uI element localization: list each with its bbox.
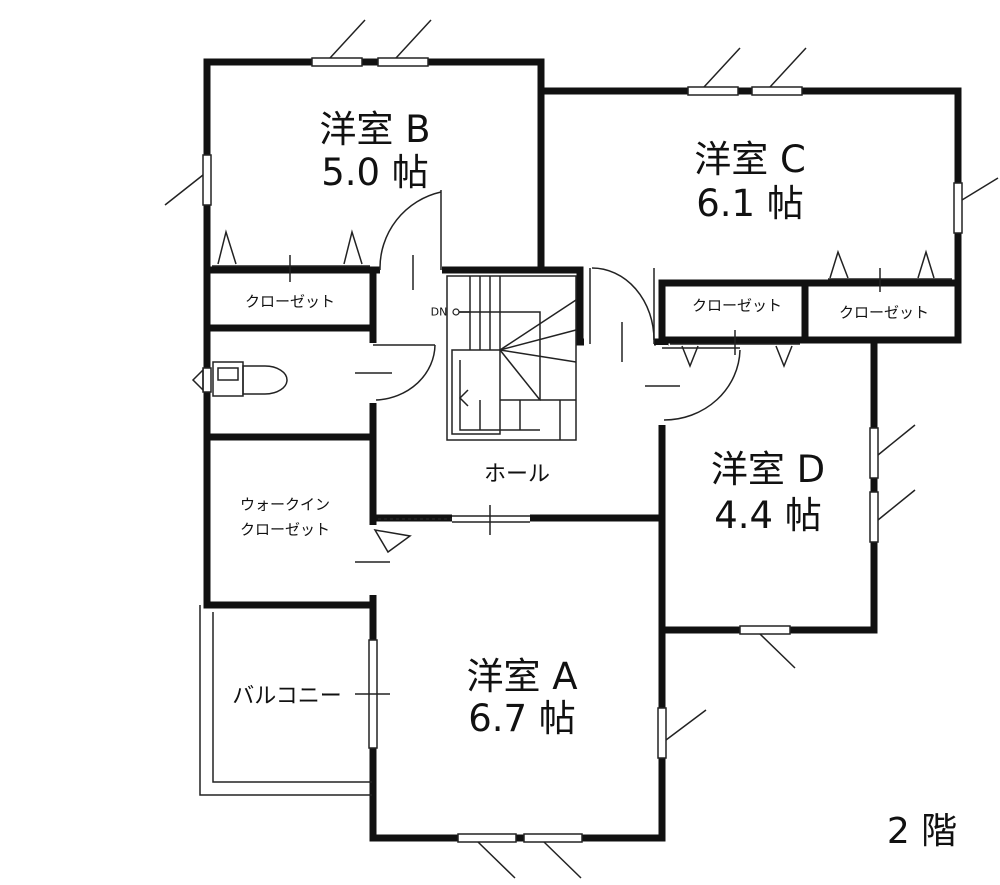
toilet-icon [212,361,288,397]
stairs-down-label: DN [430,305,448,319]
sliding-window-icon [164,19,999,879]
walkin-closet-label-1: ウォークイン [239,495,331,514]
closet-center-label: クローゼット [691,296,783,315]
swing-door-icon [355,190,741,595]
closet-c-label: クローゼット [838,303,930,322]
walls [203,58,962,842]
stairs-icon [446,275,577,441]
room-c-name: 洋室 C [694,138,806,181]
room-a-area: 6.7 帖 [468,697,576,740]
room-b-area: 5.0 帖 [321,151,429,194]
balcony-label: バルコニー [232,684,342,709]
closet-door-icon [212,229,952,369]
room-d-area: 4.4 帖 [714,494,822,537]
room-a-name: 洋室 A [466,655,578,698]
room-c-area: 6.1 帖 [696,182,804,225]
floor-label: 2 階 [886,811,958,852]
closet-b-label: クローゼット [244,292,336,311]
balcony-railing [199,605,372,796]
room-d-name: 洋室 D [710,448,826,491]
walkin-closet-label-2: クローゼット [239,520,331,539]
hall-label: ホール [483,462,551,487]
room-b-name: 洋室 B [319,108,431,151]
